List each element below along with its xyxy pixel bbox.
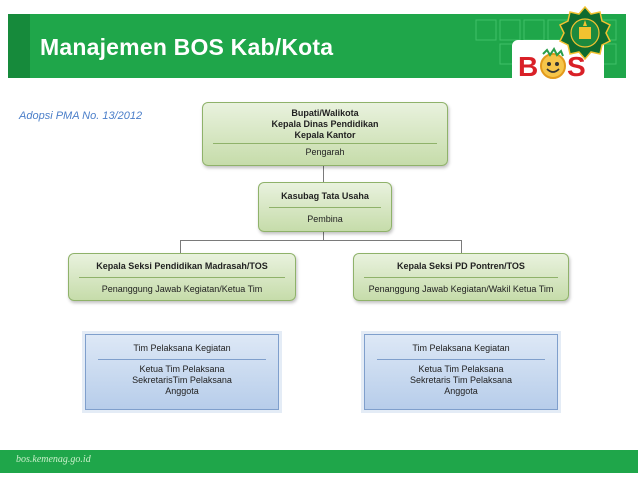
node-divider [364,277,558,278]
team-box-right: Tim Pelaksana Kegiatan Ketua Tim Pelaksa… [364,334,558,410]
svg-text:S: S [567,51,586,82]
bos-logo-graphic: B S [518,47,586,82]
node-pembina-role: Pembina [307,214,343,224]
node-divider [269,207,381,208]
team-divider [377,359,545,360]
node-pembina-name: Kasubag Tata Usaha [281,191,369,201]
footer-url: bos.kemenag.go.id [16,454,91,465]
team-right-member-2: Sekretaris Tim Pelaksana [409,375,513,385]
team-left-member-2: SekretarisTim Pelaksana [132,375,232,385]
connector-top-middle [323,166,324,182]
team-right-header: Tim Pelaksana Kegiatan [412,343,510,353]
connector-middle-down [323,231,324,240]
node-pengarah-role: Pengarah [305,147,345,157]
node-divider [213,143,437,144]
kemenag-emblem-icon [558,6,612,60]
node-left-name: Kepala Seksi Pendidikan Madrasah/TOS [96,261,268,271]
page-title: Manajemen BOS Kab/Kota [40,34,334,60]
node-pengarah-line-1: Bupati/Walikota [291,108,359,118]
team-left-member-3: Anggota [165,386,199,396]
header-stripe [8,14,30,78]
node-left-head: Kepala Seksi Pendidikan Madrasah/TOS Pen… [68,253,296,301]
node-left-role: Penanggung Jawab Kegiatan/Ketua Tim [101,284,263,294]
team-divider [98,359,266,360]
node-divider [79,277,285,278]
subtitle: Adopsi PMA No. 13/2012 [19,110,143,122]
svg-text:B: B [518,51,538,82]
team-left-header: Tim Pelaksana Kegiatan [133,343,231,353]
node-pengarah: Bupati/Walikota Kepala Dinas Pendidikan … [202,102,448,166]
node-pengarah-line-2: Kepala Dinas Pendidikan [271,119,379,129]
connector-right-down [461,240,462,253]
team-right-member-3: Anggota [444,386,478,396]
node-right-role: Penanggung Jawab Kegiatan/Wakil Ketua Ti… [368,284,554,294]
team-box-left: Tim Pelaksana Kegiatan Ketua Tim Pelaksa… [85,334,279,410]
connector-left-down [180,240,181,253]
node-right-name: Kepala Seksi PD Pontren/TOS [397,261,525,271]
node-pengarah-line-3: Kepala Kantor [294,130,356,140]
team-left-member-1: Ketua Tim Pelaksana [139,364,225,374]
team-right-member-1: Ketua Tim Pelaksana [418,364,504,374]
footer-bar: bos.kemenag.go.id [0,450,638,473]
node-pembina: Kasubag Tata Usaha Pembina [258,182,392,232]
node-right-head: Kepala Seksi PD Pontren/TOS Penanggung J… [353,253,569,301]
connector-horizontal [180,240,462,241]
